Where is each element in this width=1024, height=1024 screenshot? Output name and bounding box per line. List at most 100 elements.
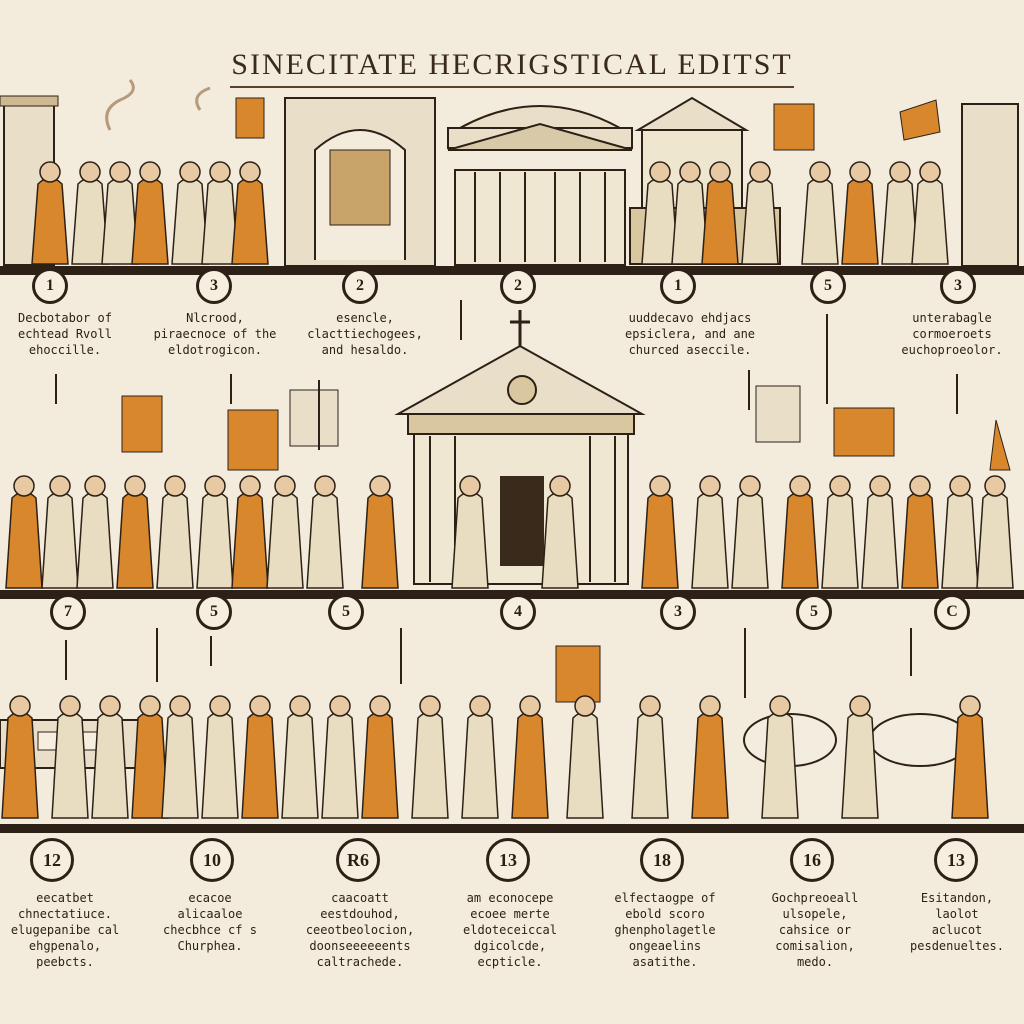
- robed-figure: [641, 475, 679, 589]
- row-3-marker-6: 16: [790, 838, 834, 882]
- robed-figure: [741, 161, 779, 265]
- row-3-marker-2: 10: [190, 838, 234, 882]
- row-3-caption-2: ecacoe alicaaloe checbhce cf s Churphea.: [163, 891, 257, 953]
- robed-figure: [131, 161, 169, 265]
- robed-figure: [361, 695, 399, 819]
- row-2-marker-4: 4: [500, 594, 536, 630]
- row-3-caption-5: elfectaogpe of ebold scoro ghenpholagetl…: [614, 891, 716, 969]
- row-1-caption-7: unterabagle cormoeroets euchoproeolor.: [901, 311, 1003, 357]
- row-2-scenery: [121, 310, 1011, 585]
- row-2-tick-3: [210, 636, 212, 666]
- row-1-marker-1: 1: [32, 268, 68, 304]
- row-2-marker-3: 5: [328, 594, 364, 630]
- robed-figure: [161, 695, 199, 819]
- robed-figure: [196, 475, 234, 589]
- row-2-marker-2: 5: [196, 594, 232, 630]
- row-2-marker-1: 7: [50, 594, 86, 630]
- row-2-tick-6: [910, 628, 912, 676]
- robed-figure: [201, 695, 239, 819]
- row-3-marker-7: 13: [934, 838, 978, 882]
- row-2-marker-6: 5: [796, 594, 832, 630]
- row-1-caption-3: esencle, clacttiechogees, and hesaldo.: [307, 311, 423, 357]
- robed-figure: [641, 161, 679, 265]
- robed-figure: [71, 161, 109, 265]
- robed-figure: [511, 695, 549, 819]
- robed-figure: [116, 475, 154, 589]
- row-2-marker-5: 3: [660, 594, 696, 630]
- robed-figure: [171, 161, 209, 265]
- robed-figure: [361, 475, 399, 589]
- row-1-tick-3: [318, 380, 320, 450]
- row-3-caption-7: Esitandon, laolot aclucot pesdenueltes.: [910, 891, 1004, 953]
- row-1-tick-2: [230, 374, 232, 404]
- robed-figure: [411, 695, 449, 819]
- title-underline: [230, 86, 794, 88]
- page-title: SINECITATE HECRIGSTICAL EDITST: [231, 48, 793, 81]
- row-3-marker-5: 18: [640, 838, 684, 882]
- row-2-tick-2: [156, 628, 158, 682]
- robed-figure: [631, 695, 669, 819]
- row-3-caption-4: am econocepe ecoee merte eldoteceiccal d…: [463, 891, 557, 969]
- robed-figure: [281, 695, 319, 819]
- robed-figure: [231, 475, 269, 589]
- robed-figure: [566, 695, 604, 819]
- robed-figure: [861, 475, 899, 589]
- robed-figure: [1, 695, 39, 819]
- robed-figure: [731, 475, 769, 589]
- row-3-marker-4: 13: [486, 838, 530, 882]
- row-1-marker-3: 2: [342, 268, 378, 304]
- robed-figure: [841, 695, 879, 819]
- robed-figure: [976, 475, 1014, 589]
- row-3-marker-3: R6: [336, 838, 380, 882]
- row-1-tick-5: [748, 370, 750, 410]
- row-3-caption-6: Gochpreoeall ulsopele, cahsice or comisa…: [771, 891, 859, 969]
- row-1-marker-5: 1: [660, 268, 696, 304]
- row-1-tick-7: [956, 374, 958, 414]
- robed-figure: [701, 161, 739, 265]
- row-1-tick-6: [826, 314, 828, 404]
- robed-figure: [76, 475, 114, 589]
- robed-figure: [51, 695, 89, 819]
- robed-figure: [461, 695, 499, 819]
- row-1-tick-4: [460, 300, 462, 340]
- row-2-tick-5: [744, 628, 746, 698]
- robed-figure: [91, 695, 129, 819]
- robed-figure: [951, 695, 989, 819]
- robed-figure: [881, 161, 919, 265]
- row-1-marker-7: 3: [940, 268, 976, 304]
- row-1-caption-1: Decbotabor of echtead Rvoll ehoccille.: [18, 311, 112, 357]
- robed-figure: [841, 161, 879, 265]
- robed-figure: [241, 695, 279, 819]
- robed-figure: [5, 475, 43, 589]
- row-2-tick-4: [400, 628, 402, 684]
- row-1-scenery: [0, 79, 1019, 267]
- row-3-caption-1: eecatbet chnectatiuce. elugepanibe cal e…: [10, 891, 120, 969]
- timeline-bar-3: [0, 824, 1024, 833]
- robed-figure: [156, 475, 194, 589]
- robed-figure: [781, 475, 819, 589]
- robed-figure: [201, 161, 239, 265]
- robed-figure: [801, 161, 839, 265]
- robed-figure: [541, 475, 579, 589]
- robed-figure: [451, 475, 489, 589]
- row-1-tick-1: [55, 374, 57, 404]
- robed-figure: [231, 161, 269, 265]
- robed-figure: [691, 695, 729, 819]
- robed-figure: [321, 695, 359, 819]
- robed-figure: [41, 475, 79, 589]
- row-1-caption-2: Nlcrood, piraecnoce of the eldotrogicon.: [153, 311, 277, 357]
- robed-figure: [941, 475, 979, 589]
- robed-figure: [306, 475, 344, 589]
- robed-figure: [761, 695, 799, 819]
- row-3-marker-1: 12: [30, 838, 74, 882]
- robed-figure: [671, 161, 709, 265]
- robed-figure: [131, 695, 169, 819]
- robed-figure: [101, 161, 139, 265]
- robed-figure: [31, 161, 69, 265]
- row-1-marker-2: 3: [196, 268, 232, 304]
- row-2-tick-1: [65, 640, 67, 680]
- row-1-marker-4: 2: [500, 268, 536, 304]
- robed-figure: [821, 475, 859, 589]
